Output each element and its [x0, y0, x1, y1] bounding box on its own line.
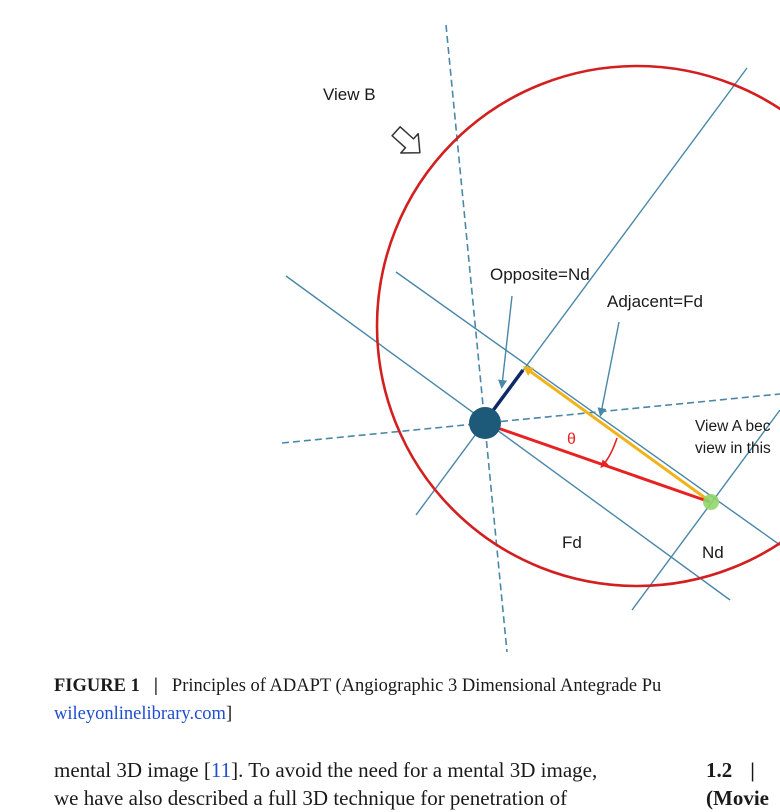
guide-line-lower [285, 275, 731, 601]
caption-close-bracket: ] [225, 704, 233, 724]
body-line2: we have also described a full 3D techniq… [54, 786, 568, 810]
center-point [469, 407, 501, 439]
label-fd: Fd [562, 533, 582, 552]
label-nd: Nd [702, 543, 724, 562]
label-theta: θ [567, 431, 576, 448]
reference-link[interactable]: 11 [210, 758, 232, 782]
label-view-a-line1: View A bec [695, 418, 771, 435]
guide-line-upper [395, 271, 780, 546]
guide-line-diagonal [415, 67, 748, 516]
dashed-horizontal-axis [281, 393, 780, 444]
body-paragraph: mental 3D image [11]. To avoid the need … [54, 756, 664, 812]
section-heading: 1.2 | (Movie [706, 756, 769, 812]
caption-figure-label: FIGURE 1 [54, 676, 140, 696]
figure-diagram: View B Opposite=Nd Adjacent=Fd θ View A … [281, 24, 780, 653]
theta-angle-arc [600, 437, 618, 468]
guide-line-diagonal-right [631, 409, 780, 611]
section-heading-fragment: (Movie [706, 786, 769, 810]
projection-circle [375, 64, 780, 588]
red-main-vector [487, 422, 711, 504]
caption-separator: | [153, 676, 158, 696]
figure-caption: FIGURE 1 | Principles of ADAPT (Angiograph… [54, 672, 780, 728]
view-b-arrow-icon [391, 126, 421, 154]
body-line1-end: ]. To avoid the need for a mental 3D ima… [231, 758, 598, 782]
yellow-adjacent-vector [522, 366, 709, 502]
caption-link[interactable]: wileyonlinelibrary.com [54, 704, 226, 724]
label-adjacent: Adjacent=Fd [607, 292, 703, 311]
section-number: 1.2 [706, 758, 733, 782]
adjacent-pointer-arrow [597, 321, 620, 417]
label-opposite: Opposite=Nd [490, 265, 590, 284]
label-view-a-line2: view in this [695, 440, 771, 457]
body-line1-start: mental 3D image [ [54, 758, 211, 782]
dashed-vertical-axis [445, 24, 508, 653]
opposite-pointer-arrow [498, 295, 513, 389]
section-separator: | [750, 758, 755, 782]
label-view-b: View B [323, 85, 376, 104]
end-point [703, 494, 719, 510]
caption-text: Principles of ADAPT (Angiographic 3 Dime… [171, 676, 662, 696]
